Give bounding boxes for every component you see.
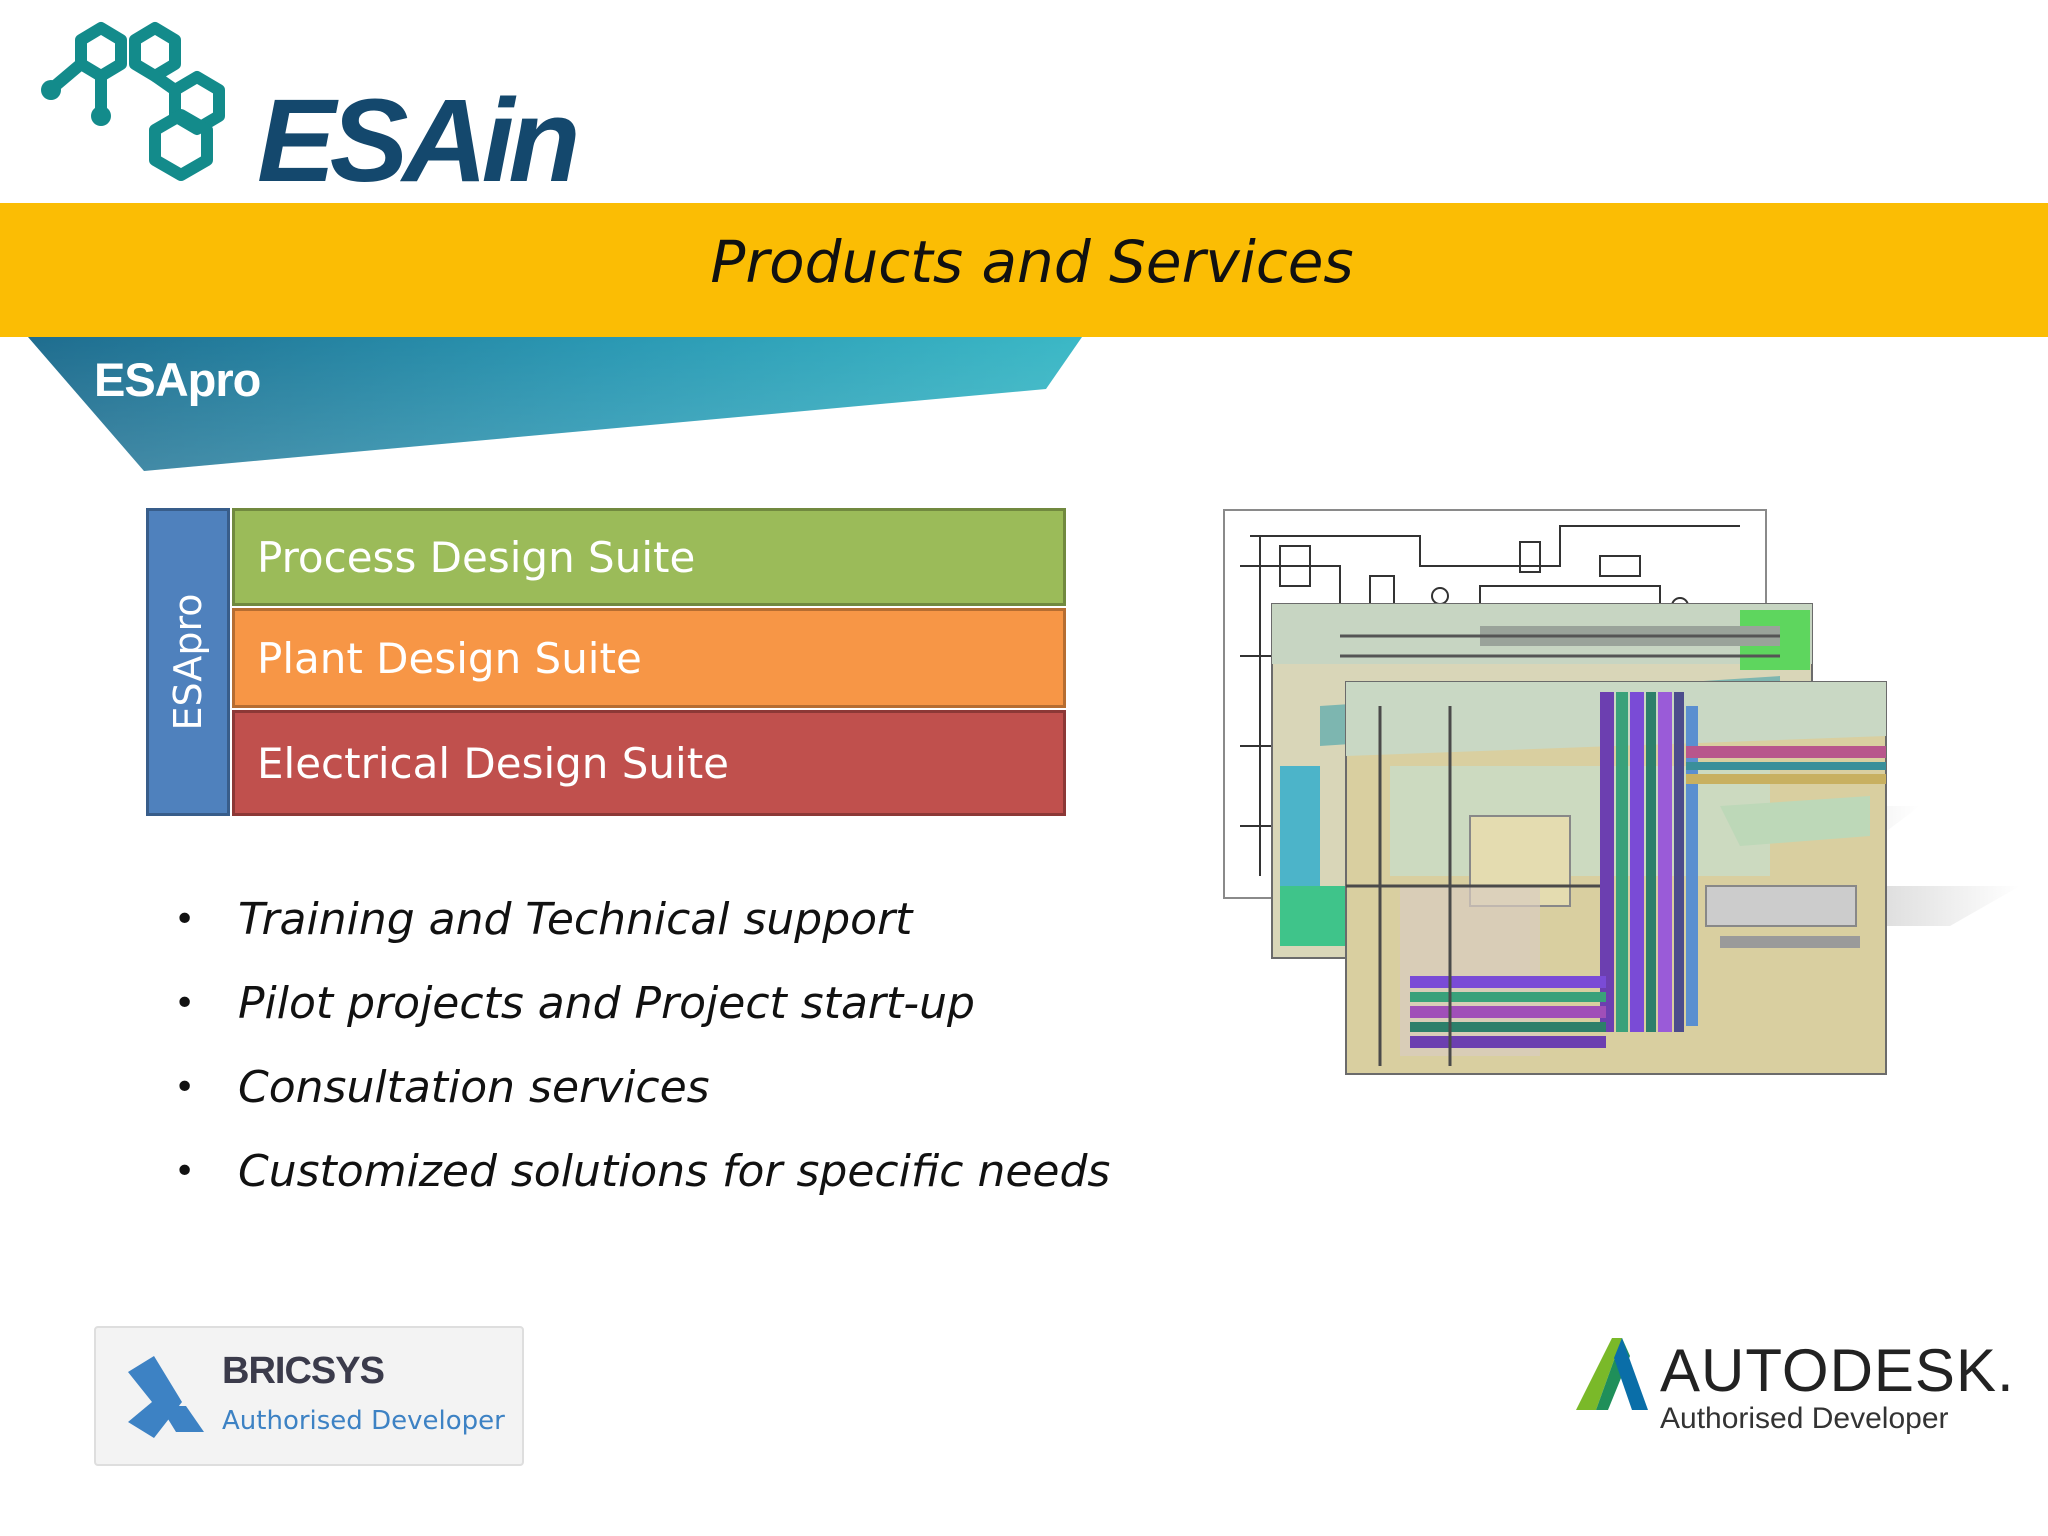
esain-logo: ESAin [25, 12, 580, 200]
section-title: ESApro [94, 353, 261, 406]
list-item: • Pilot projects and Project start-up [174, 972, 1110, 1056]
service-item-training: Training and Technical support [238, 894, 913, 945]
esapro-vertical-label: ESApro [146, 508, 230, 816]
plant-design-screenshots [1223, 509, 2020, 1075]
bullet-marker: • [174, 1151, 196, 1192]
services-list: • Training and Technical support • Pilot p… [174, 888, 1110, 1224]
process-design-suite: Process Design Suite [232, 508, 1066, 606]
bricsys-logo-icon [128, 1356, 204, 1438]
bricsys-badge: BRICSYS Authorised Developer [94, 1326, 524, 1466]
page-title: Products and Services [710, 228, 1354, 296]
esapro-group-label: ESApro [166, 593, 210, 731]
autodesk-logo-icon [1576, 1338, 1648, 1410]
section-banner [28, 337, 1082, 471]
list-item: • Training and Technical support [174, 888, 1110, 972]
service-item-customized: Customized solutions for specific needs [238, 1146, 1111, 1197]
plant-design-suite: Plant Design Suite [232, 608, 1066, 708]
bricsys-subtitle: Authorised Developer [222, 1406, 505, 1436]
hexagon-molecule-icon [41, 22, 225, 181]
list-item: • Customized solutions for specific needs [174, 1140, 1110, 1224]
service-item-consultation: Consultation services [238, 1062, 710, 1113]
bullet-marker: • [174, 1067, 196, 1108]
bricsys-name: BRICSYS [222, 1350, 385, 1392]
logo-wordmark: ESAin [257, 75, 580, 207]
title-band [0, 203, 2048, 337]
list-item: • Consultation services [174, 1056, 1110, 1140]
service-item-pilot: Pilot projects and Project start-up [238, 978, 975, 1029]
pipe-rack-3d-image [1345, 681, 1887, 1075]
electrical-design-suite: Electrical Design Suite [232, 710, 1066, 816]
bullet-marker: • [174, 899, 196, 940]
bullet-marker: • [174, 983, 196, 1024]
autodesk-subtitle: Authorised Developer [1660, 1402, 1949, 1435]
autodesk-name: AUTODESK. [1660, 1337, 2015, 1404]
